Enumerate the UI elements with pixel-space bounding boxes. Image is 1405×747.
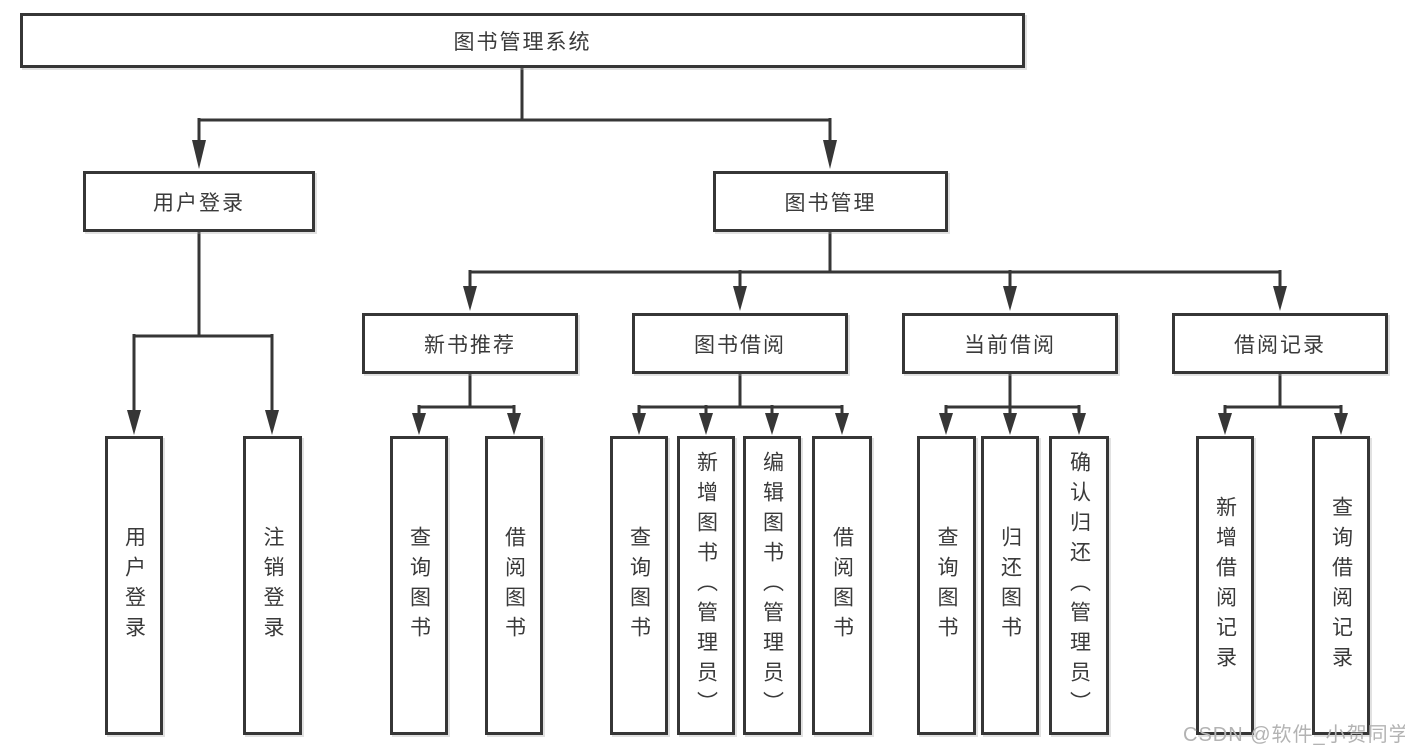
node-label: 用户登录 [153,191,245,215]
node-label: 注销登录 [261,525,284,646]
node-book-borrow: 图书借阅 [632,313,848,374]
node-label: 新书推荐 [424,333,516,357]
leaf-add-borrow-record: 新增借阅记录 [1196,436,1254,735]
node-label: 归还图书 [998,525,1022,646]
leaf-user-login: 用户登录 [105,436,163,735]
leaf-query-books-current: 查询图书 [917,436,976,735]
node-label: 查询借阅记录 [1329,495,1353,676]
node-label: 新增借阅记录 [1213,495,1237,676]
node-label: 确认归还（管理员） [1067,450,1091,721]
node-new-book-recommend: 新书推荐 [362,313,578,374]
node-label: 图书管理系统 [453,30,592,54]
node-label: 查询图书 [935,525,958,646]
leaf-add-book-admin: 新增图书（管理员） [677,436,735,735]
leaf-borrow-books-recommend: 借阅图书 [485,436,543,735]
watermark: CSDN @软件_小贺同学 [1183,724,1405,746]
node-label: 图书管理 [784,191,877,215]
node-label: 图书借阅 [694,333,786,357]
node-label: 借阅记录 [1234,333,1326,357]
node-label: 编辑图书（管理员） [760,450,784,721]
node-borrow-records: 借阅记录 [1172,313,1388,374]
node-label: 借阅图书 [830,525,854,646]
node-library-system: 图书管理系统 [20,13,1025,68]
arrowheads [127,140,1348,435]
node-label: 用户登录 [122,525,146,646]
leaf-query-borrow-record: 查询借阅记录 [1312,436,1370,735]
node-label: 借阅图书 [502,525,526,646]
leaf-edit-book-admin: 编辑图书（管理员） [743,436,801,735]
node-label: 当前借阅 [964,333,1056,357]
node-label: 查询图书 [407,525,431,646]
leaf-borrow-books: 借阅图书 [812,436,872,735]
leaf-query-books-borrow: 查询图书 [610,436,668,735]
leaf-confirm-return-admin: 确认归还（管理员） [1049,436,1109,735]
leaf-return-book: 归还图书 [981,436,1039,735]
node-book-management: 图书管理 [713,171,948,232]
node-current-borrow: 当前借阅 [902,313,1118,374]
node-label: 新增图书（管理员） [694,450,718,721]
leaf-logout: 注销登录 [243,436,302,735]
leaf-query-books-recommend: 查询图书 [390,436,448,735]
node-user-login: 用户登录 [83,171,315,232]
node-label: 查询图书 [627,525,651,646]
